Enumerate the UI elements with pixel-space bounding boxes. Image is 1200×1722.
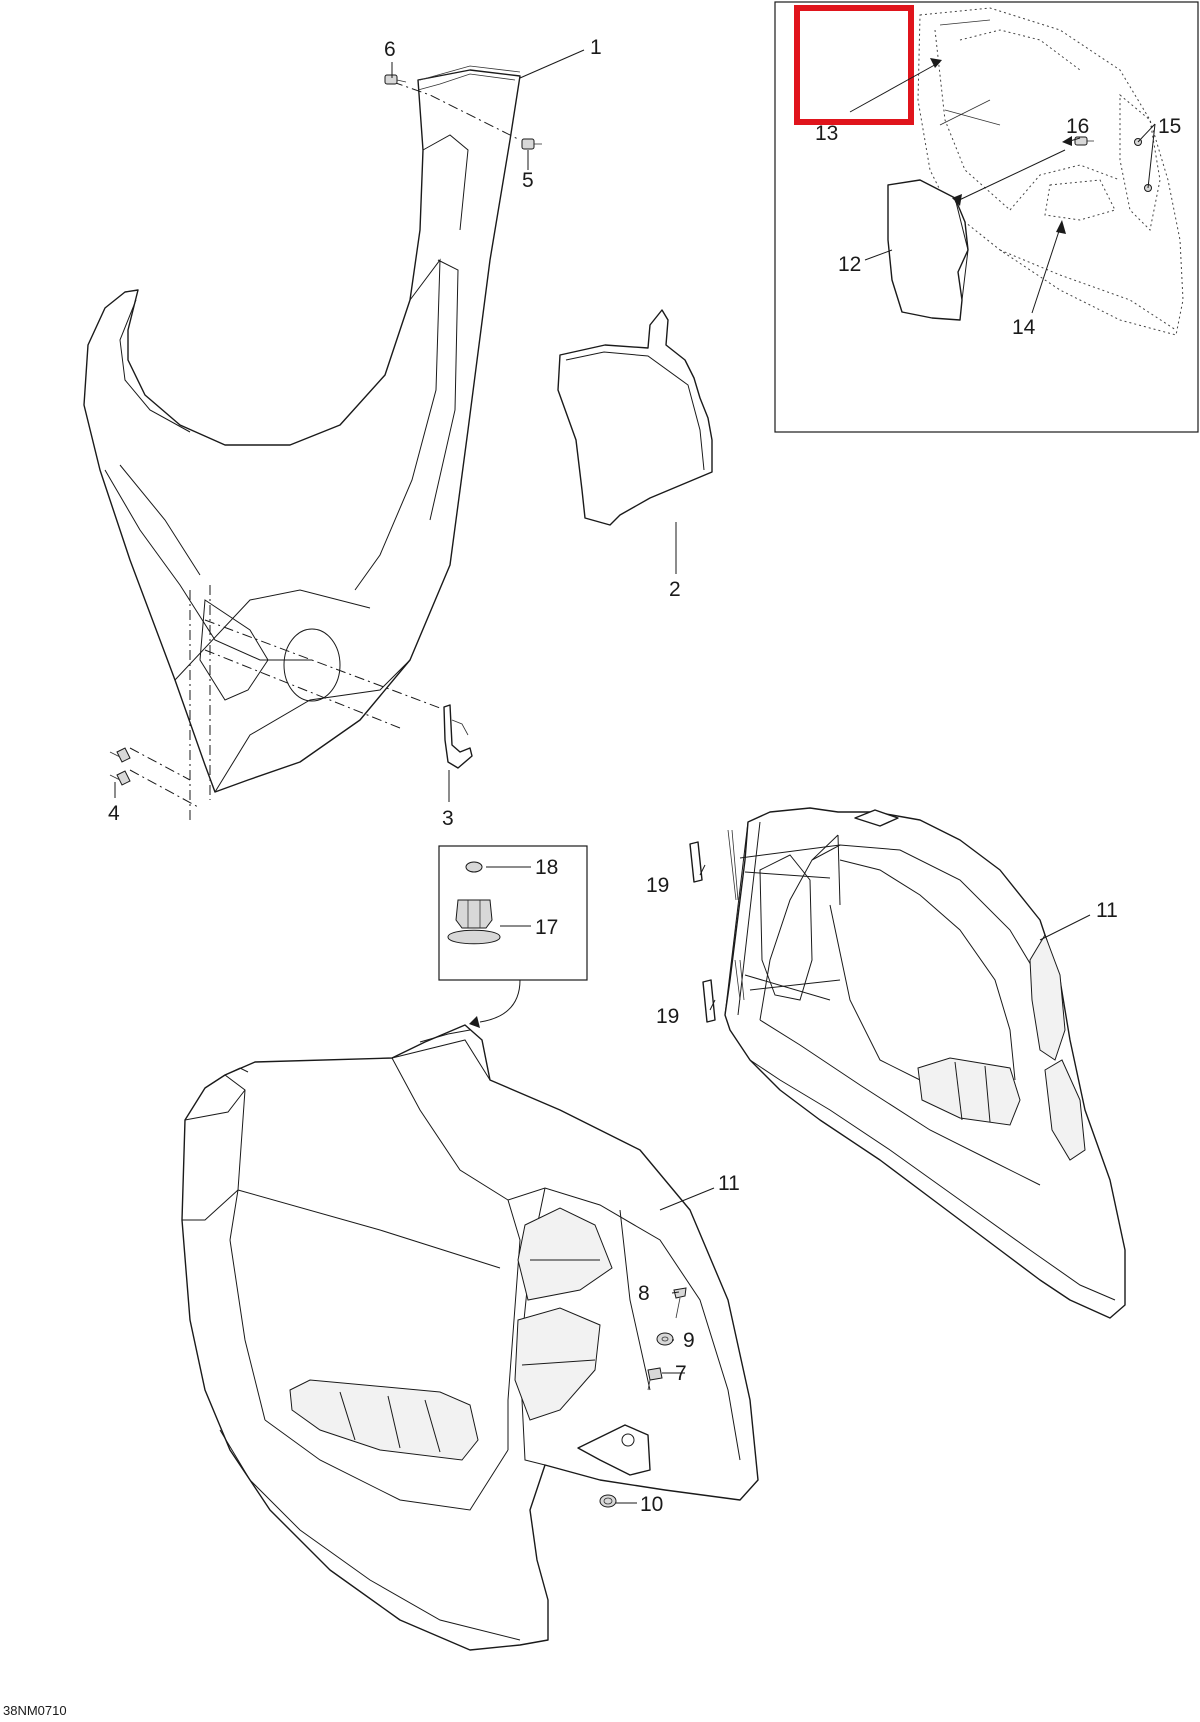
callout-1: 1 [590, 36, 602, 59]
callout-18: 18 [535, 856, 558, 879]
part-11-left-side-vents [514, 1207, 613, 1421]
part-3-bracket[interactable] [443, 704, 473, 769]
arrow-16-to-12 [954, 149, 1066, 203]
highlight-box [794, 5, 914, 125]
callout-4: 4 [108, 802, 120, 825]
callout-11-right: 11 [1096, 899, 1118, 922]
leader-lines [114, 49, 1156, 1504]
part-2-foam-panel[interactable] [557, 309, 713, 526]
part-11-side-panel-right[interactable] [724, 807, 1126, 1319]
callout-3: 3 [442, 807, 454, 830]
callout-7: 7 [675, 1362, 687, 1385]
callout-9: 9 [683, 1329, 695, 1352]
part-6-screw[interactable] [384, 74, 407, 85]
part-7-nut[interactable] [647, 1367, 663, 1391]
part-8-screw[interactable] [673, 1287, 687, 1319]
inset-frame-top-right [774, 1, 1199, 433]
callout-5: 5 [522, 169, 534, 192]
part-11-left-rear-vents [289, 1379, 479, 1461]
leader-arrow-heads [930, 58, 1072, 234]
drawing-code: 38NM0710 [3, 1703, 67, 1718]
callout-11-left: 11 [718, 1172, 740, 1195]
part-12-foam-pad[interactable] [887, 179, 969, 321]
callout-16: 16 [1066, 115, 1089, 138]
callout-2: 2 [669, 578, 681, 601]
part-4-push-rivets[interactable] [109, 747, 131, 786]
arrow-inset-to-panel [479, 979, 521, 1023]
callout-6: 6 [384, 38, 396, 61]
part-17-fastener[interactable] [447, 899, 501, 945]
callout-labels: 1 6 5 2 3 4 18 17 19 19 11 11 8 9 7 10 1… [3, 36, 1181, 1718]
callout-12: 12 [838, 253, 861, 276]
callout-19-lower: 19 [656, 1005, 679, 1028]
callout-14: 14 [1012, 316, 1036, 339]
callout-19-upper: 19 [646, 874, 669, 897]
part-18-cap[interactable] [465, 861, 483, 873]
arrow-head-inset [469, 1016, 480, 1028]
part-5-screw[interactable] [521, 138, 542, 150]
part-9-washer[interactable] [656, 1332, 674, 1346]
callout-10: 10 [640, 1493, 663, 1516]
part-11-right-vents [917, 933, 1086, 1161]
part-19-strap-lower[interactable] [702, 979, 716, 1023]
callout-15: 15 [1158, 115, 1181, 138]
part-10-bracket-area [577, 1424, 651, 1476]
part-11-side-panel-left[interactable] [181, 1024, 759, 1651]
callout-17: 17 [535, 916, 558, 939]
part-1-upper-panel[interactable] [83, 65, 521, 793]
assembly-lines-part-1 [129, 81, 521, 820]
callout-8: 8 [638, 1282, 650, 1305]
part-10-grommet[interactable] [599, 1494, 617, 1508]
part-19-strap-upper[interactable] [689, 841, 703, 883]
arrow-head-16-12 [952, 194, 962, 206]
callout-13: 13 [815, 122, 838, 145]
